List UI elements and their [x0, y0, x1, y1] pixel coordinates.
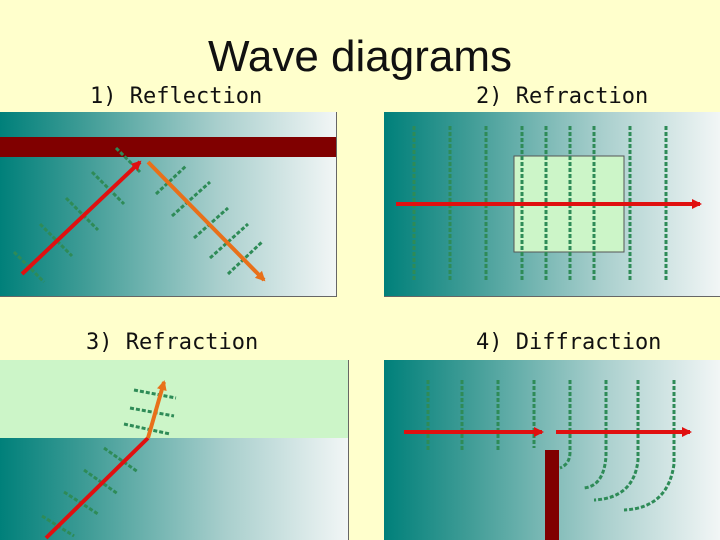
label-reflection: 1) Reflection [90, 84, 262, 109]
diffraction-panel [384, 360, 720, 540]
incident-ray [46, 438, 148, 538]
incoming-wavefronts [428, 380, 534, 452]
slow-medium-region [0, 360, 348, 438]
reflected-ray-arrow [148, 162, 264, 280]
label-refraction-2: 3) Refraction [86, 330, 258, 355]
refraction-block-panel [384, 112, 720, 297]
page-title: Wave diagrams [0, 32, 720, 82]
label-diffraction: 4) Diffraction [476, 330, 661, 355]
label-refraction-1: 2) Refraction [476, 84, 648, 109]
refraction-boundary-panel [0, 360, 349, 540]
incident-ray-arrow [22, 162, 140, 274]
reflected-wavefronts [156, 166, 262, 274]
barrier-edge [545, 450, 559, 540]
reflection-panel [0, 112, 337, 297]
reflecting-barrier [0, 137, 336, 157]
diffracted-wavefronts [560, 380, 674, 510]
